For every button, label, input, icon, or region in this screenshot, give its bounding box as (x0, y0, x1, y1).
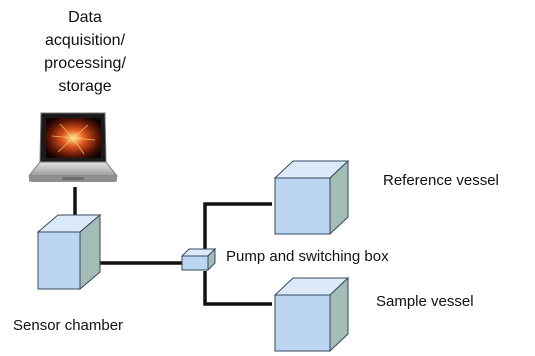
connector-lines (73, 187, 272, 306)
pump-to-reference-line (203, 202, 272, 249)
pump-switching-box (180, 247, 217, 272)
laptop-icon (27, 112, 119, 182)
sample-vessel-cube (273, 276, 350, 353)
data-label-line-3: processing/ (44, 55, 126, 72)
pump-switching-box-label: Pump and switching box (226, 248, 389, 265)
data-acquisition-label: Data acquisition/ processing/ storage (0, 6, 170, 98)
data-label-line-2: acquisition/ (44, 32, 126, 49)
pump-to-sample-line (203, 271, 272, 306)
reference-vessel-cube (273, 159, 350, 236)
data-label-line-4: storage (58, 78, 112, 95)
data-label-line-1: Data (68, 9, 102, 26)
sample-vessel-label: Sample vessel (376, 293, 474, 310)
sensor-chamber-cube (36, 213, 102, 291)
sensor-chamber-label: Sensor chamber (13, 317, 124, 334)
reference-vessel-label: Reference vessel (383, 172, 499, 189)
